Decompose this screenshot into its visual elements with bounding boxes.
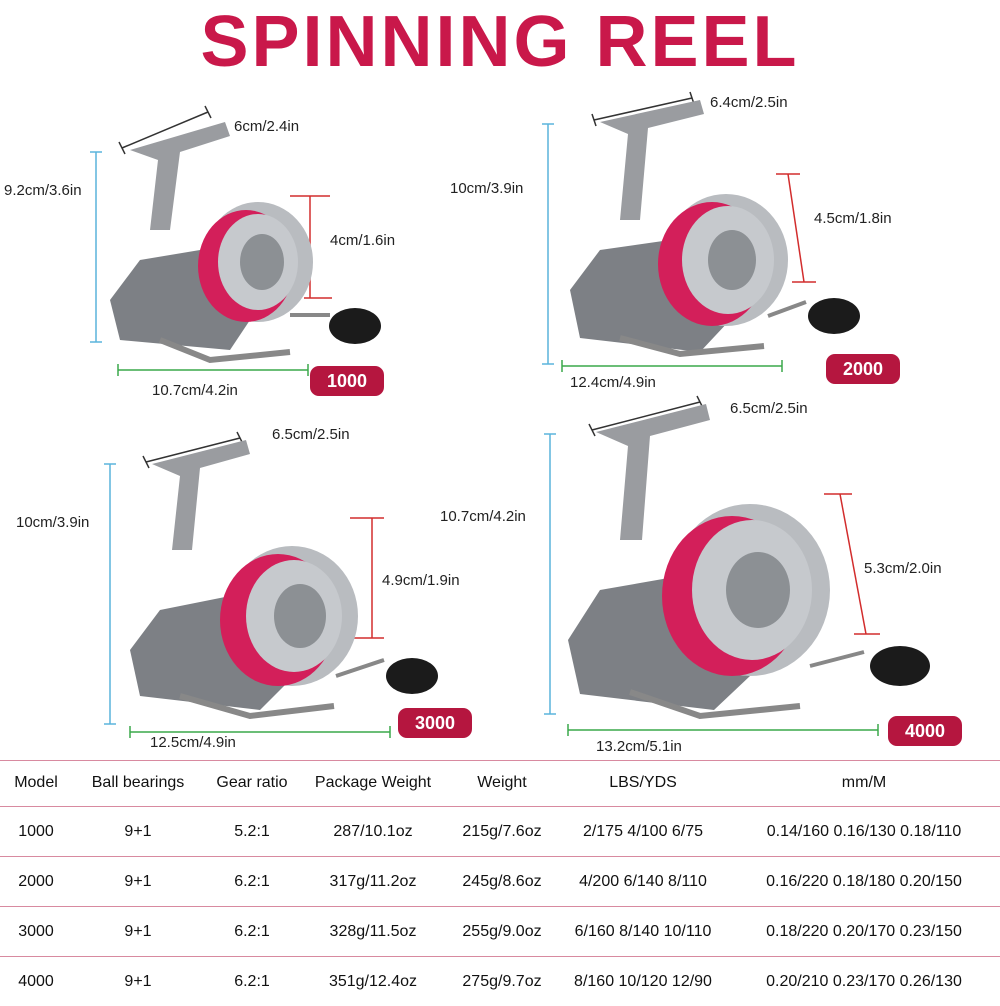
cell-ball-bearings: 9+1 (72, 857, 204, 907)
arm-dimension: 6.4cm/2.5in (710, 94, 788, 111)
cell-lbs-yds: 4/200 6/140 8/110 (558, 857, 728, 907)
width-dimension: 13.2cm/5.1in (596, 738, 682, 755)
cell-gear-ratio: 6.2:1 (204, 957, 300, 1006)
header-package-weight: Package Weight (300, 760, 446, 807)
spool-dimension: 5.3cm/2.0in (864, 560, 942, 577)
table-row: 4000 9+1 6.2:1 351g/12.4oz 275g/9.7oz 8/… (0, 957, 1000, 1006)
cell-weight: 245g/8.6oz (446, 857, 558, 907)
table-row: 1000 9+1 5.2:1 287/10.1oz 215g/7.6oz 2/1… (0, 807, 1000, 857)
cell-weight: 255g/9.0oz (446, 907, 558, 957)
cell-model: 2000 (0, 857, 72, 907)
cell-package-weight: 317g/11.2oz (300, 857, 446, 907)
cell-ball-bearings: 9+1 (72, 907, 204, 957)
model-badge: 4000 (888, 716, 962, 746)
width-dimension: 10.7cm/4.2in (152, 382, 238, 399)
cell-weight: 275g/9.7oz (446, 957, 558, 1006)
spool-dimension: 4.5cm/1.8in (814, 210, 892, 227)
reel-body (570, 100, 860, 354)
header-lbs-yds: LBS/YDS (558, 760, 728, 807)
cell-package-weight: 287/10.1oz (300, 807, 446, 857)
arm-dimension: 6cm/2.4in (234, 118, 299, 135)
cell-mm-m: 0.14/160 0.16/130 0.18/110 (728, 807, 1000, 857)
cell-model: 3000 (0, 907, 72, 957)
cell-lbs-yds: 6/160 8/140 10/110 (558, 907, 728, 957)
header-mm-m: mm/M (728, 760, 1000, 807)
reel-panel-2000: 6.4cm/2.5in 10cm/3.9in 4.5cm/1.8in 12.4c… (500, 80, 1000, 400)
table-header-row: Model Ball bearings Gear ratio Package W… (0, 760, 1000, 807)
arm-dimension: 6.5cm/2.5in (272, 426, 350, 443)
reel-illustration (500, 80, 1000, 400)
model-badge: 1000 (310, 366, 384, 396)
width-dimension: 12.4cm/4.9in (570, 374, 656, 391)
arm-dimension: 6.5cm/2.5in (730, 400, 808, 417)
width-dimension: 12.5cm/4.9in (150, 734, 236, 751)
table-row: 2000 9+1 6.2:1 317g/11.2oz 245g/8.6oz 4/… (0, 857, 1000, 907)
cell-gear-ratio: 5.2:1 (204, 807, 300, 857)
reel-panel-1000: 6cm/2.4in 9.2cm/3.6in 4cm/1.6in 10.7cm/4… (0, 0, 500, 420)
cell-model: 4000 (0, 957, 72, 1006)
cell-ball-bearings: 9+1 (72, 807, 204, 857)
cell-model: 1000 (0, 807, 72, 857)
header-model: Model (0, 760, 72, 807)
cell-mm-m: 0.18/220 0.20/170 0.23/150 (728, 907, 1000, 957)
cell-gear-ratio: 6.2:1 (204, 857, 300, 907)
spool-dimension: 4cm/1.6in (330, 232, 395, 249)
spec-table-container: Model Ball bearings Gear ratio Package W… (0, 760, 1000, 1000)
model-badge: 3000 (398, 708, 472, 738)
cell-lbs-yds: 2/175 4/100 6/75 (558, 807, 728, 857)
cell-lbs-yds: 8/160 10/120 12/90 (558, 957, 728, 1006)
spec-table: Model Ball bearings Gear ratio Package W… (0, 760, 1000, 1006)
height-dimension: 10cm/3.9in (450, 180, 523, 197)
cell-mm-m: 0.20/210 0.23/170 0.26/130 (728, 957, 1000, 1006)
cell-gear-ratio: 6.2:1 (204, 907, 300, 957)
table-row: 3000 9+1 6.2:1 328g/11.5oz 255g/9.0oz 6/… (0, 907, 1000, 957)
model-badge: 2000 (826, 354, 900, 384)
height-dimension: 9.2cm/3.6in (4, 182, 82, 199)
cell-package-weight: 328g/11.5oz (300, 907, 446, 957)
header-gear-ratio: Gear ratio (204, 760, 300, 807)
reel-panel-4000: 6.5cm/2.5in 10.7cm/4.2in 5.3cm/2.0in 13.… (500, 390, 1000, 760)
height-dimension: 10.7cm/4.2in (440, 508, 526, 525)
spool-dimension: 4.9cm/1.9in (382, 572, 460, 589)
cell-package-weight: 351g/12.4oz (300, 957, 446, 1006)
cell-weight: 215g/7.6oz (446, 807, 558, 857)
header-weight: Weight (446, 760, 558, 807)
reel-panel-3000: 6.5cm/2.5in 10cm/3.9in 4.9cm/1.9in 12.5c… (0, 420, 500, 760)
header-ball-bearings: Ball bearings (72, 760, 204, 807)
height-dimension: 10cm/3.9in (16, 514, 89, 531)
cell-mm-m: 0.16/220 0.18/180 0.20/150 (728, 857, 1000, 907)
reel-illustration (0, 0, 500, 420)
cell-ball-bearings: 9+1 (72, 957, 204, 1006)
